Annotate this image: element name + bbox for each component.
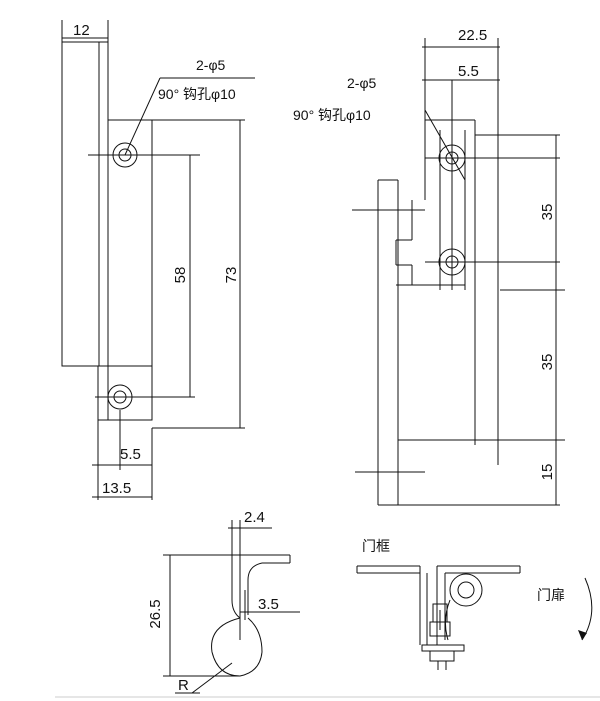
section-thickness-dim: 2.4 — [244, 509, 265, 526]
side-countersink-note: 90° 钩孔φ10 — [293, 107, 371, 123]
front-height-dim: 73 — [223, 267, 240, 284]
section-radius-label: R — [178, 677, 189, 694]
door-leaf-label: 门扉 — [537, 587, 565, 603]
front-view — [61, 20, 255, 500]
door-swing-arrow — [581, 577, 593, 641]
front-hole-spacing-dim: 58 — [172, 267, 189, 284]
door-frame-label: 门框 — [362, 538, 390, 554]
side-view — [352, 38, 565, 506]
front-width-dim: 12 — [73, 22, 90, 39]
side-width-dim: 22.5 — [458, 27, 487, 44]
side-hole-offset-dim: 5.5 — [458, 63, 479, 80]
front-hole-spec: 2-φ5 — [196, 57, 226, 73]
front-plate-width-dim: 13.5 — [102, 480, 131, 497]
section-height-dim: 26.5 — [147, 599, 164, 628]
front-countersink-note: 90° 钩孔φ10 — [158, 86, 236, 102]
front-hole-offset-dim: 5.5 — [120, 446, 141, 463]
side-lower-dim: 15 — [539, 464, 556, 481]
section-view — [163, 520, 300, 694]
install-view — [356, 565, 593, 670]
section-gap-dim: 3.5 — [258, 596, 279, 613]
side-upper-dim: 35 — [539, 204, 556, 221]
side-hole-spec: 2-φ5 — [347, 75, 377, 91]
door-swing-arrowhead — [578, 630, 587, 640]
side-middle-dim: 35 — [539, 354, 556, 371]
